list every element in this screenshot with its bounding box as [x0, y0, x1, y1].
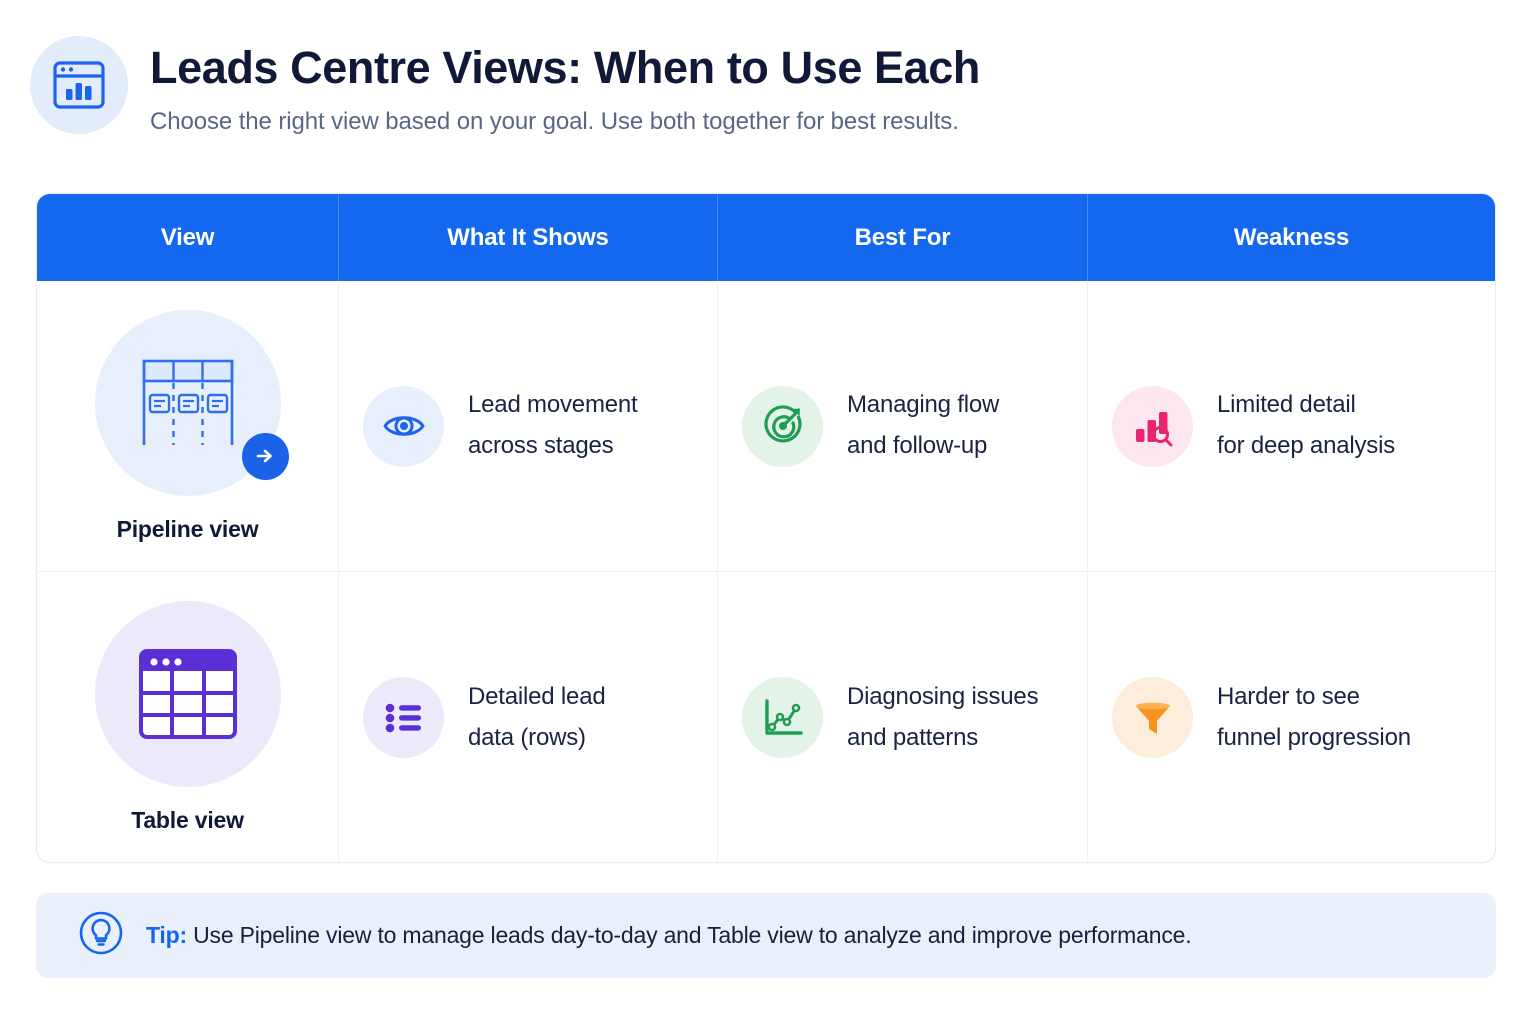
funnel-icon: [1112, 677, 1193, 758]
window-barchart-icon: [30, 36, 128, 134]
tip-banner: Tip: Use Pipeline view to manage leads d…: [36, 893, 1496, 978]
cell-text-line2: data (rows): [468, 723, 586, 751]
eye-icon: [363, 385, 444, 467]
cell-text-line2: funnel progression: [1217, 723, 1411, 751]
cell-text: Diagnosing issues and patterns: [847, 677, 1039, 759]
pipeline-icon-wrap: [94, 309, 289, 496]
page-subtitle: Choose the right view based on your goal…: [150, 107, 959, 135]
cell-pipeline-view: Pipeline view: [37, 281, 339, 571]
bullet-list-icon: [363, 677, 444, 758]
cell-text-line2: for deep analysis: [1217, 432, 1396, 459]
line-chart-icon: [742, 677, 823, 758]
lightbulb-icon: [78, 910, 124, 961]
cell-what-it-shows-table: Detailed lead data (rows): [339, 572, 718, 862]
comparison-table: View What It Shows Best For Weakness: [36, 193, 1496, 863]
page-title: Leads Centre Views: When to Use Each: [150, 42, 981, 93]
table-icon-wrap: [94, 601, 281, 787]
view-label: Pipeline view: [116, 515, 259, 542]
tip-body: Use Pipeline view to manage leads day-to…: [193, 922, 1192, 948]
cell-text: Detailed lead data (rows): [468, 677, 606, 759]
cell-text-line1: Limited detail: [1217, 391, 1356, 419]
cell-text-line1: Managing flow: [847, 391, 1000, 419]
cell-text: Harder to see funnel progression: [1217, 677, 1411, 759]
tip-text: Tip: Use Pipeline view to manage leads d…: [146, 922, 1192, 949]
column-header-what-it-shows: What It Shows: [339, 194, 718, 281]
table-row: Table view Detailed lead data (rows): [37, 572, 1495, 862]
cell-text: Lead movement across stages: [468, 385, 638, 467]
header-text-block: Leads Centre Views: When to Use Each Cho…: [150, 32, 980, 136]
barchart-magnifier-icon: [1112, 385, 1193, 467]
column-header-best-for: Best For: [718, 194, 1088, 281]
cell-what-it-shows-pipeline: Lead movement across stages: [339, 281, 718, 571]
view-label: Table view: [131, 807, 244, 833]
table-header-row: View What It Shows Best For Weakness: [37, 194, 1495, 281]
cell-weakness-table: Harder to see funnel progression: [1088, 572, 1495, 862]
cell-table-view: Table view: [37, 572, 339, 862]
table-grid-window-icon: [94, 601, 281, 787]
target-arrow-icon: [742, 385, 823, 467]
cell-weakness-pipeline: Limited detail for deep analysis: [1088, 281, 1495, 571]
cell-text: Limited detail for deep analysis: [1217, 385, 1395, 467]
cell-best-for-pipeline: Managing flow and follow-up: [718, 281, 1088, 571]
cell-text-line2: and patterns: [847, 723, 979, 751]
cell-text-line1: Detailed lead: [468, 682, 606, 710]
arrow-right-icon: [241, 432, 289, 480]
column-header-view: View: [37, 194, 339, 281]
cell-text-line2: and follow-up: [847, 432, 988, 459]
column-header-weakness: Weakness: [1233, 223, 1350, 251]
cell-best-for-table: Diagnosing issues and patterns: [718, 572, 1088, 862]
table-row: Pipeline view Lead movement across stage…: [37, 281, 1495, 572]
cell-text-line2: across stages: [468, 432, 614, 459]
cell-text-line1: Lead movement: [468, 391, 638, 419]
cell-text-line1: Diagnosing issues: [847, 682, 1039, 710]
cell-text-line1: Harder to see: [1217, 682, 1360, 710]
tip-label: Tip:: [146, 922, 187, 948]
page-header: Leads Centre Views: When to Use Each Cho…: [0, 0, 1536, 136]
cell-text: Managing flow and follow-up: [847, 385, 999, 467]
